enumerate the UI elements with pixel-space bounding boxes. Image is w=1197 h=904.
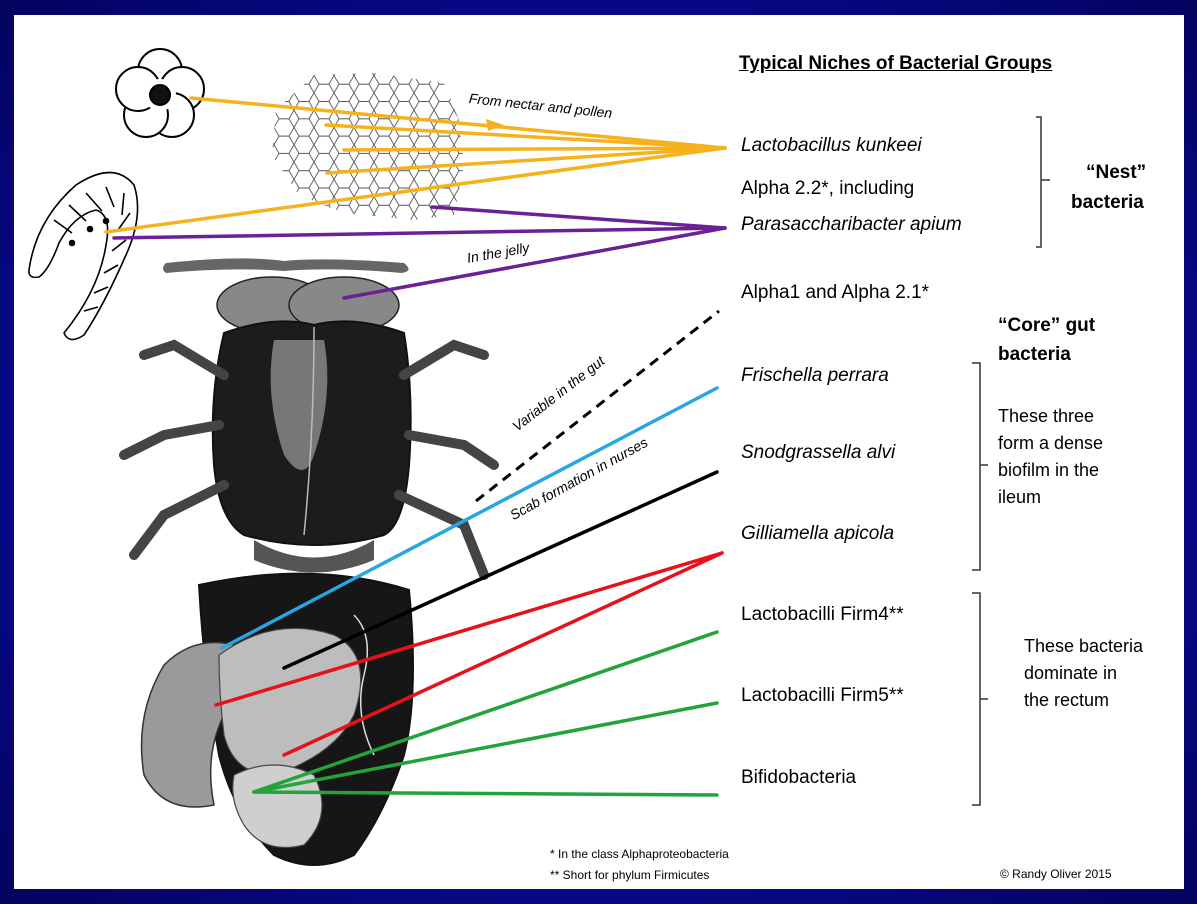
label-bifidobacteria: Bifidobacteria	[741, 767, 856, 789]
label-gilliamella: Gilliamella apicola	[741, 523, 894, 545]
larva-illustration	[29, 173, 138, 340]
rectum-description: These bacteria dominate in the rectum	[1024, 633, 1144, 714]
core-label-line1: “Core” gut	[998, 315, 1095, 337]
purple-lines	[114, 207, 725, 298]
label-frischella: Frischella perrara	[741, 365, 889, 387]
nest-label-line1: “Nest”	[1086, 162, 1146, 184]
label-parasaccharibacter: Parasaccharibacter apium	[741, 214, 962, 236]
core-description: These three form a dense biofilm in the …	[998, 403, 1113, 511]
page-title: Typical Niches of Bacterial Groups	[739, 53, 1052, 75]
label-firm4: Lactobacilli Firm4**	[741, 604, 904, 626]
copyright-credit: © Randy Oliver 2015	[1000, 867, 1112, 881]
flower-illustration	[116, 49, 204, 137]
nest-label-line2: bacteria	[1071, 192, 1144, 214]
label-snodgrassella: Snodgrassella alvi	[741, 442, 895, 464]
label-alpha1: Alpha1 and Alpha 2.1*	[741, 282, 929, 304]
footnote-firmicutes: ** Short for phylum Firmicutes	[550, 868, 709, 882]
label-alpha22: Alpha 2.2*, including	[741, 178, 914, 200]
label-lactobacillus-kunkeei: Lactobacillus kunkeei	[741, 135, 922, 157]
core-label-line2: bacteria	[998, 344, 1071, 366]
label-firm5: Lactobacilli Firm5**	[741, 685, 904, 707]
diagram-panel: From nectar and pollen In the jelly Vari…	[14, 15, 1184, 889]
footnote-alphaproteobacteria: * In the class Alphaproteobacteria	[550, 847, 729, 861]
